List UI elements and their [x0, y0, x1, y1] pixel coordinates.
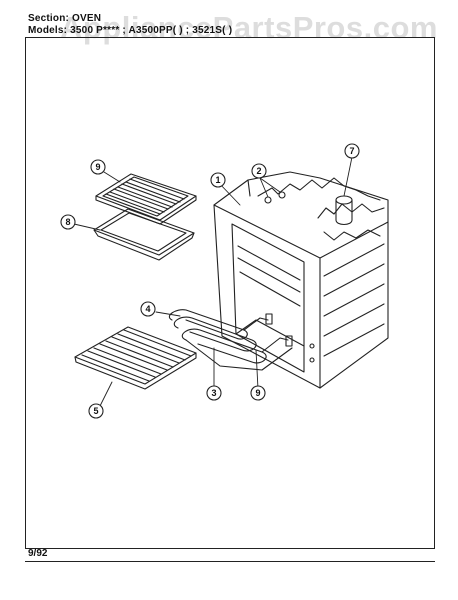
broiler-pan	[93, 208, 195, 261]
callout-5: 5	[88, 403, 104, 419]
callout-4: 4	[140, 301, 156, 317]
footer-rule	[25, 561, 435, 563]
watermark: AppliancePartsPros.com	[60, 10, 438, 45]
callout-1: 1	[210, 172, 226, 188]
callout-9-grid: 9	[90, 159, 106, 175]
svg-text:9: 9	[95, 162, 100, 172]
svg-text:2: 2	[256, 166, 261, 176]
leader-lines	[73, 156, 353, 407]
models-line: Models: 3500 P**** ; A3500PP( ) ; 3521S(…	[28, 25, 233, 36]
oven-rack	[74, 326, 197, 390]
callout-8: 8	[60, 214, 76, 230]
svg-text:8: 8	[65, 217, 70, 227]
bake-element	[168, 309, 293, 371]
revision-date: 9/92	[28, 548, 48, 559]
section-title: Section: OVEN	[28, 13, 102, 24]
svg-text:7: 7	[349, 146, 354, 156]
svg-text:4: 4	[145, 304, 150, 314]
callout-9-element: 9	[250, 385, 266, 401]
svg-text:5: 5	[93, 406, 98, 416]
callout-2: 2	[251, 163, 267, 179]
diagram-frame	[25, 37, 435, 549]
callout-3: 3	[206, 385, 222, 401]
svg-text:1: 1	[215, 175, 220, 185]
callout-7: 7	[344, 143, 360, 159]
oven-liner	[213, 171, 389, 389]
svg-text:3: 3	[211, 388, 216, 398]
svg-text:9: 9	[255, 388, 260, 398]
broiler-pan-grid	[95, 173, 197, 225]
